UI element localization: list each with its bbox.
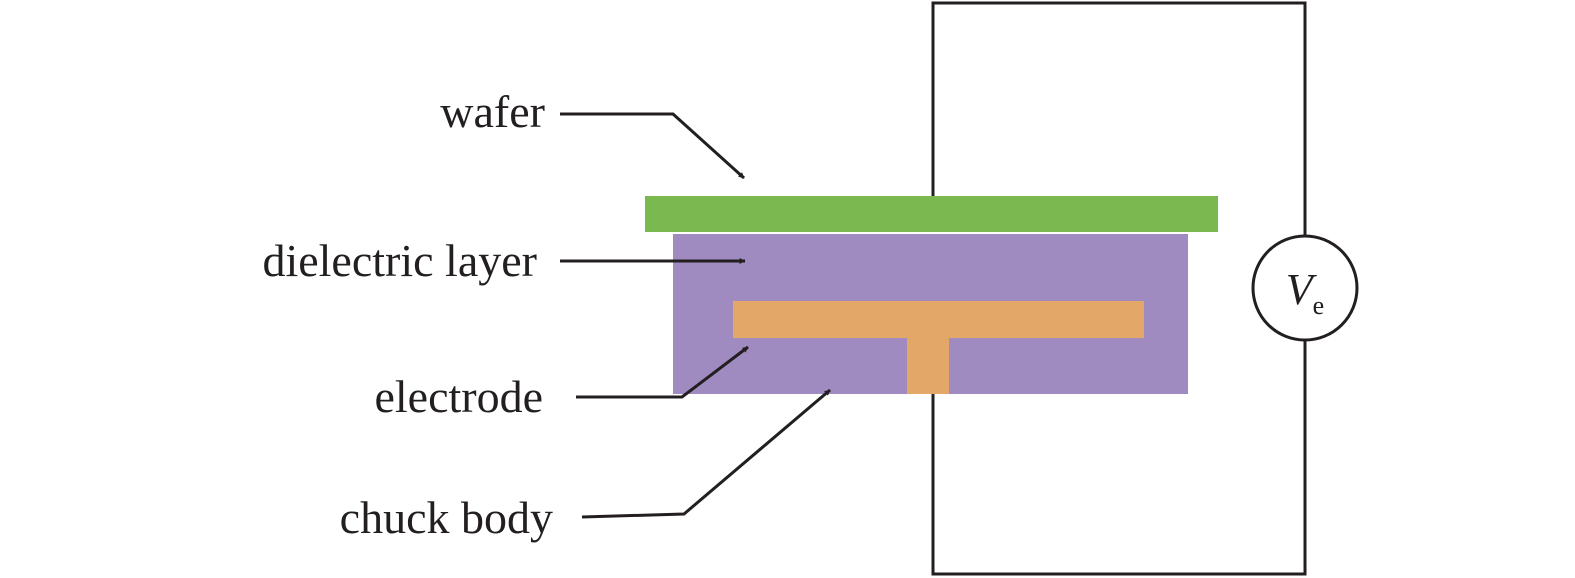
chuck-body-arrow [581, 388, 831, 519]
electrode-label: electrode [374, 371, 543, 422]
wafer-arrow [560, 112, 746, 180]
voltage-source: Ve [1251, 234, 1359, 342]
wafer-block [645, 196, 1218, 232]
electrode-shape [733, 301, 1144, 394]
dielectric-layer-label: dielectric layer [262, 235, 537, 286]
electrode-arrow [576, 345, 749, 399]
circuit-wires [931, 1, 1307, 576]
electrode-stem [907, 336, 949, 394]
voltage-subscript: e [1313, 291, 1325, 320]
voltage-source-label: Ve [1286, 265, 1324, 320]
wafer-label: wafer [440, 86, 545, 137]
bottom-wire [931, 341, 1307, 576]
leader-arrows [560, 112, 831, 519]
voltage-symbol: V [1286, 265, 1318, 314]
voltage-source-circle [1251, 234, 1359, 342]
chuck-body-label: chuck body [340, 492, 553, 543]
top-wire [931, 1, 1307, 235]
electrode-plate [733, 301, 1144, 338]
